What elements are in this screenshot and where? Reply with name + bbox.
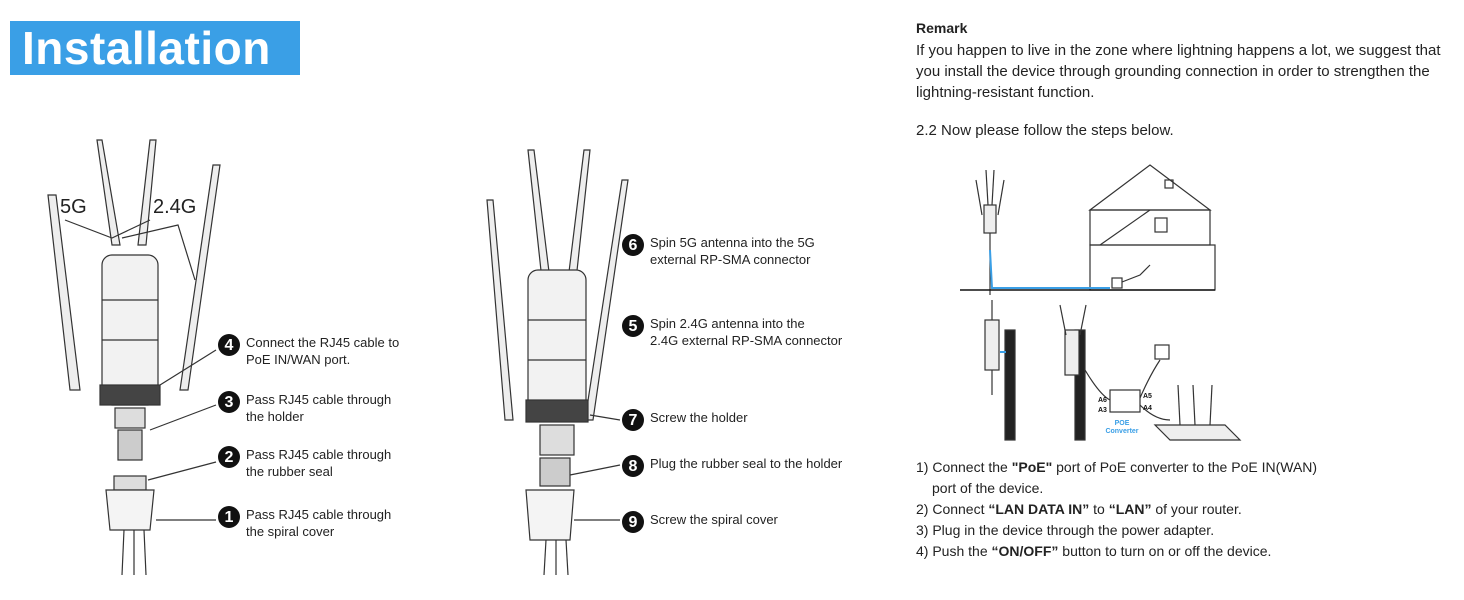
poe-label-line2: Converter bbox=[1105, 428, 1139, 435]
instruction-1: 1) Connect the "PoE" port of PoE convert… bbox=[916, 459, 1318, 475]
step-number: 5 bbox=[622, 315, 644, 337]
instruction-2: 2) Connect “LAN DATA IN” to “LAN” of you… bbox=[916, 501, 1242, 517]
label-5g: 5G bbox=[60, 196, 87, 218]
poe-converter-label: POE Converter bbox=[1100, 420, 1144, 436]
middle-step-9: 9 Screw the spiral cover bbox=[622, 511, 778, 533]
label-2-4g: 2.4G bbox=[153, 196, 197, 218]
step-text: Spin 5G antenna into the 5G external RP-… bbox=[650, 235, 815, 267]
instruction-list: 1) Connect the "PoE" port of PoE convert… bbox=[916, 457, 1456, 562]
house-diagram bbox=[960, 164, 1216, 295]
port-a3-label: A3 bbox=[1098, 407, 1107, 414]
step-text: Pass RJ45 cable through the rubber seal bbox=[246, 447, 392, 479]
step-text: Screw the spiral cover bbox=[650, 512, 778, 527]
instruction-3: 3) Plug in the device through the power … bbox=[916, 522, 1215, 538]
instruction-4: 4) Push the “ON/OFF” button to turn on o… bbox=[916, 543, 1272, 559]
step-number: 9 bbox=[622, 511, 644, 533]
step-number: 6 bbox=[622, 234, 644, 256]
step-text: Pass RJ45 cable through the spiral cover bbox=[246, 507, 392, 539]
step-number: 4 bbox=[218, 334, 240, 356]
connection-diagram bbox=[984, 300, 1242, 441]
page-title: Installation bbox=[22, 22, 271, 74]
step-number: 8 bbox=[622, 455, 644, 477]
port-a5-label: A5 bbox=[1143, 393, 1152, 400]
step-text: Connect the RJ45 cable to PoE IN/WAN por… bbox=[246, 335, 400, 367]
step-number: 3 bbox=[218, 391, 240, 413]
left-step-4: 4 Connect the RJ45 cable to PoE IN/WAN p… bbox=[218, 334, 399, 368]
poe-label-line1: POE bbox=[1114, 420, 1130, 427]
step-text: Pass RJ45 cable through the holder bbox=[246, 392, 392, 424]
left-step-3: 3 Pass RJ45 cable through the holder bbox=[218, 391, 391, 425]
middle-step-8: 8 Plug the rubber seal to the holder bbox=[622, 455, 842, 477]
step-number: 1 bbox=[218, 506, 240, 528]
step-text: Spin 2.4G antenna into the 2.4G external… bbox=[650, 316, 843, 348]
remark-title: Remark bbox=[916, 20, 968, 36]
middle-step-7: 7 Screw the holder bbox=[622, 409, 748, 431]
port-a4-label: A4 bbox=[1143, 405, 1152, 412]
step-text: Plug the rubber seal to the holder bbox=[650, 456, 843, 471]
step-text: Screw the holder bbox=[650, 410, 748, 425]
middle-step-5: 5 Spin 2.4G antenna into the 2.4G extern… bbox=[622, 315, 842, 349]
step-number: 2 bbox=[218, 446, 240, 468]
middle-device-illustration bbox=[486, 149, 629, 576]
title-banner: Installation bbox=[10, 21, 300, 75]
left-step-2: 2 Pass RJ45 cable through the rubber sea… bbox=[218, 446, 391, 480]
remark-text: If you happen to live in the zone where … bbox=[916, 42, 1441, 101]
left-device-illustration bbox=[47, 139, 221, 576]
port-a6-label: A6 bbox=[1098, 397, 1107, 404]
instruction-1-continued: port of the device. bbox=[932, 480, 1044, 496]
left-step-1: 1 Pass RJ45 cable through the spiral cov… bbox=[218, 506, 391, 540]
middle-step-6: 6 Spin 5G antenna into the 5G external R… bbox=[622, 234, 815, 268]
steps-subheading: 2.2 Now please follow the steps below. bbox=[916, 122, 1174, 139]
step-number: 7 bbox=[622, 409, 644, 431]
